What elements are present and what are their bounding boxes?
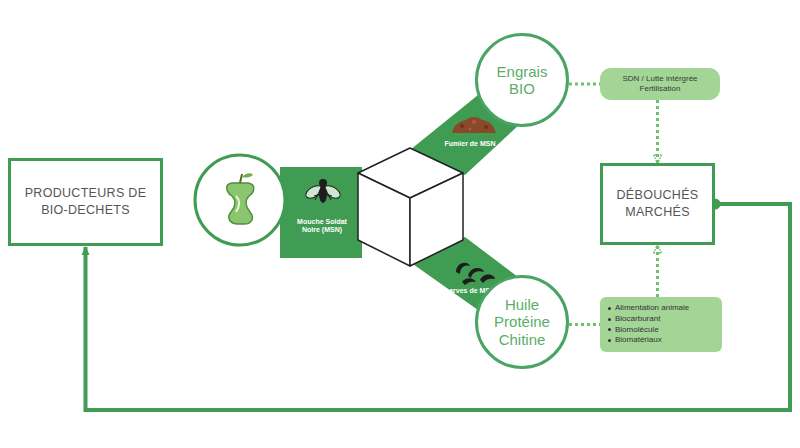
circle-outline bbox=[477, 35, 568, 126]
fly-band bbox=[280, 167, 362, 258]
bullet bbox=[608, 339, 611, 342]
use-pill: SDN / Lutte intérgrée Fertilisation bbox=[600, 68, 720, 100]
node-label: Mouche Soldat Noire (MSN) bbox=[290, 218, 354, 235]
list-text: Biomolécule bbox=[615, 325, 659, 336]
node-label: SDN / Lutte intérgrée Fertilisation bbox=[608, 74, 712, 95]
source-box: PRODUCTEURS DE BIO-DECHETS bbox=[8, 158, 163, 246]
fly-icon bbox=[304, 179, 343, 203]
manure-label: Fumier de MSN bbox=[430, 137, 510, 151]
list-text: Biocarburant bbox=[615, 314, 660, 325]
node-label: Fumier de MSN bbox=[445, 140, 496, 148]
bullet bbox=[608, 328, 611, 331]
node-label: Engrais BIO bbox=[485, 63, 559, 98]
list-item: Biomolécule bbox=[608, 325, 659, 336]
fly-label: Mouche Soldat Noire (MSN) bbox=[283, 212, 361, 240]
product-circle: Huile Protéine Chitine bbox=[475, 275, 569, 369]
circle-outline bbox=[477, 277, 568, 368]
apple-core-icon bbox=[227, 173, 254, 224]
use-list: Alimentation animaleBiocarburantBiomoléc… bbox=[600, 297, 722, 352]
list-item: Alimentation animale bbox=[608, 303, 689, 314]
cube-icon bbox=[358, 148, 463, 266]
list-item: Biomatériaux bbox=[608, 335, 662, 346]
bullet bbox=[608, 318, 611, 321]
larvae-icon bbox=[456, 263, 495, 285]
market-box: DÉBOUCHÉS MARCHÉS bbox=[600, 163, 715, 245]
list-text: Alimentation animale bbox=[615, 303, 689, 314]
node-label: DÉBOUCHÉS MARCHÉS bbox=[611, 187, 704, 221]
dotted-link bbox=[569, 323, 600, 326]
manure-pile-icon bbox=[452, 117, 496, 133]
list-item: Biocarburant bbox=[608, 314, 660, 325]
dotted-link bbox=[569, 83, 600, 86]
product-circle: Engrais BIO bbox=[475, 33, 569, 127]
dotted-link bbox=[656, 100, 659, 163]
bullet bbox=[608, 307, 611, 310]
node-label: Huile Protéine Chitine bbox=[487, 296, 557, 348]
dotted-link bbox=[656, 245, 659, 297]
waste-circle bbox=[195, 155, 285, 245]
list-text: Biomatériaux bbox=[615, 335, 662, 346]
node-label: PRODUCTEURS DE BIO-DECHETS bbox=[19, 185, 152, 219]
